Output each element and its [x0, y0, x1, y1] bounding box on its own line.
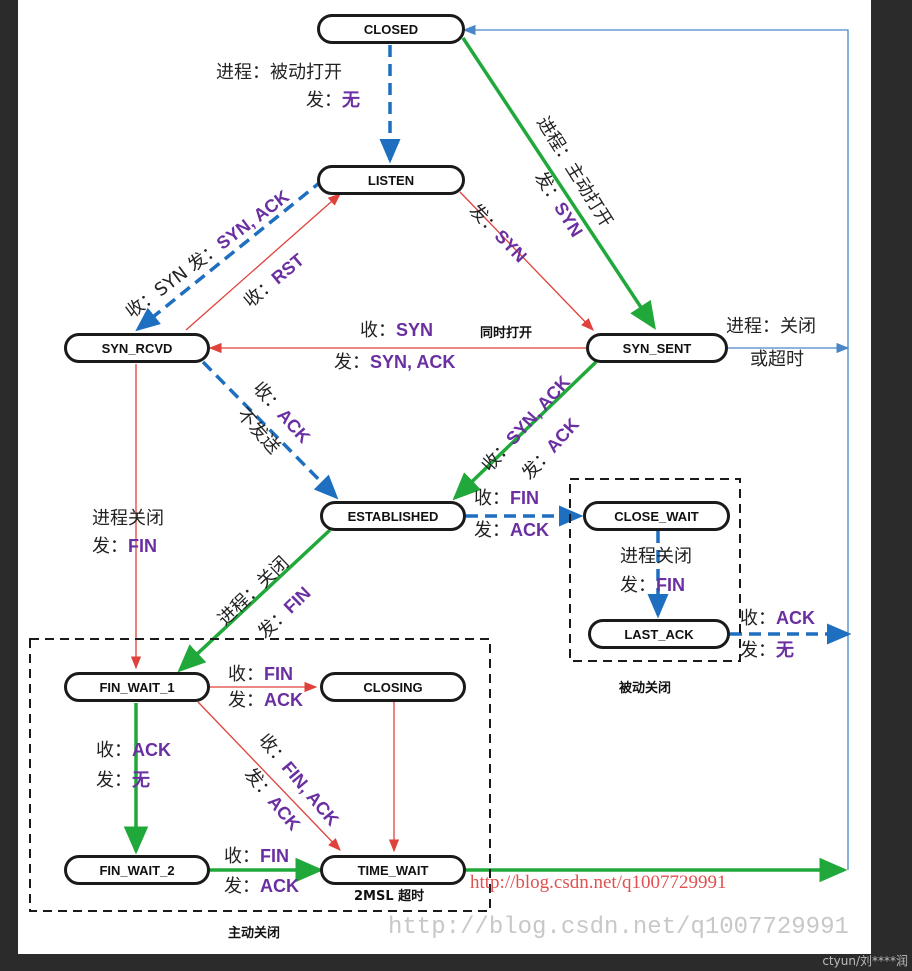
state-fin-wait-2: FIN_WAIT_2 [64, 855, 210, 885]
state-listen: LISTEN [317, 165, 465, 195]
label-closewait-proc: 进程关闭 [620, 546, 692, 567]
label-closewait-send: 发：FIN [620, 575, 685, 596]
label-simul-send: 发：SYN, ACK [334, 352, 456, 373]
arrow-synrcvd-est [201, 360, 339, 500]
label-fw1-ack: 收：ACK [96, 740, 171, 761]
arrow-layer [29, 24, 852, 912]
passive-close-box [569, 478, 741, 662]
label-rcvd-close-send: 发：FIN [92, 536, 157, 557]
label-lastack-rcv: 收：ACK [740, 608, 815, 629]
watermark: http://blog.csdn.net/q1007729991 [388, 914, 849, 941]
label-est-rcv: 收：FIN [474, 488, 539, 509]
state-closing: CLOSING [320, 672, 466, 702]
state-syn-rcvd: SYN_RCVD [64, 333, 210, 363]
label-2msl: 2MSL 超时 [354, 889, 425, 904]
arrow-fw1-timewait [197, 701, 341, 851]
label-synsent-close-2: 或超时 [750, 349, 804, 370]
state-established: ESTABLISHED [320, 501, 466, 531]
diagram-canvas: CLOSED LISTEN SYN_RCVD SYN_SENT ESTABLIS… [18, 0, 871, 954]
state-fin-wait-1: FIN_WAIT_1 [64, 672, 210, 702]
arrow-listen-synrcvd [135, 178, 325, 332]
label-active-close: 主动关闭 [228, 926, 281, 941]
label-lastack-send: 发：无 [740, 640, 794, 661]
arrow-listen-synsent [459, 191, 594, 331]
label-fw2-send: 发：ACK [224, 876, 299, 897]
label-passive-open-send: 发：无 [306, 90, 360, 111]
label-simul-open: 同时打开 [480, 326, 533, 341]
label-passive-close: 被动关闭 [619, 681, 672, 696]
arrow-closed-synsent [461, 37, 656, 330]
active-close-box [29, 638, 491, 912]
arrow-synsent-est [452, 360, 598, 501]
arrow-rail-closed [462, 24, 849, 870]
label-est-send: 发：ACK [474, 520, 549, 541]
arrow-synrcvd-listen [185, 193, 341, 331]
label-simul-rcv: 收：SYN [360, 320, 434, 341]
state-last-ack: LAST_ACK [588, 619, 730, 649]
label-passive-open: 进程：被动打开 [216, 62, 342, 83]
label-synsent-close-1: 进程：关闭 [726, 316, 816, 337]
label-fw2-rcv: 收：FIN [224, 846, 289, 867]
label-fw1-none: 发：无 [96, 770, 150, 791]
state-time-wait: TIME_WAIT [320, 855, 466, 885]
label-fw1-send: 发：ACK [228, 690, 303, 711]
arrow-est-fw1 [177, 528, 332, 673]
state-close-wait: CLOSE_WAIT [583, 501, 730, 531]
label-rcvd-close-1: 进程关闭 [92, 508, 164, 529]
state-syn-sent: SYN_SENT [586, 333, 728, 363]
footer-credit: ctyun/刘****润 [822, 954, 908, 968]
state-closed: CLOSED [317, 14, 465, 44]
label-fw1-rcv: 收：FIN [228, 664, 293, 685]
url-text: http://blog.csdn.net/q1007729991 [470, 872, 727, 893]
